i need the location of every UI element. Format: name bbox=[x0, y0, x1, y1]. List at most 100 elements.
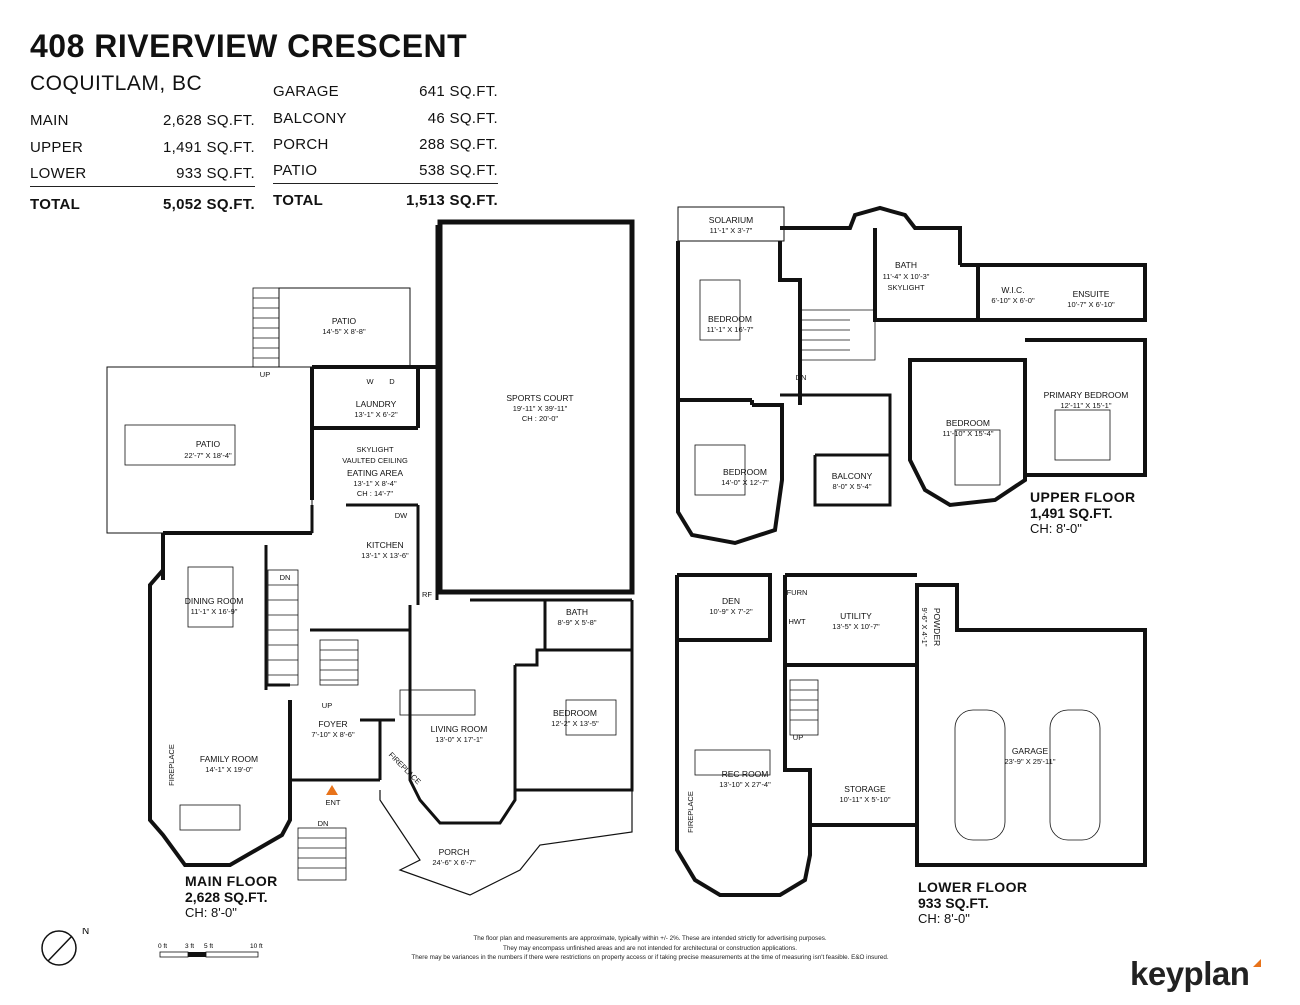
lower-floor-label: LOWER FLOOR 933 SQ.FT. CH: 8'-0" bbox=[918, 879, 1027, 927]
room-name: KITCHEN bbox=[366, 540, 403, 550]
room-name: GARAGE bbox=[1012, 746, 1049, 756]
entry-marker-icon bbox=[326, 785, 338, 795]
porch-outline bbox=[379, 790, 633, 896]
foyer-stairs bbox=[319, 639, 359, 686]
room-dim: 14'-1" X 19'-0" bbox=[205, 765, 253, 774]
room-dim: 11'-1" X 16'-7" bbox=[707, 325, 754, 334]
kitchen-walls bbox=[310, 503, 420, 605]
room-name: PATIO bbox=[332, 316, 357, 326]
room-dim: 10'-11" X 5'-10" bbox=[840, 795, 891, 804]
floor-name: MAIN FLOOR bbox=[185, 873, 278, 889]
room-name: FOYER bbox=[318, 719, 347, 729]
room-dim: 11'-1" X 16'-9" bbox=[191, 607, 238, 616]
area-value: 933 SQ.FT. bbox=[176, 165, 255, 182]
area-label: BALCONY bbox=[273, 110, 347, 127]
room-dim: 12'-2" X 13'-5" bbox=[551, 719, 599, 728]
room-name: BEDROOM bbox=[708, 314, 752, 324]
fireplace-tag: FIREPLACE bbox=[686, 791, 695, 833]
room-dim: 6'-10" X 6'-0" bbox=[991, 296, 1035, 305]
down-tag: DN bbox=[318, 819, 329, 828]
scale-label: 5 ft bbox=[204, 943, 213, 950]
main-floor-label: MAIN FLOOR 2,628 SQ.FT. CH: 8'-0" bbox=[185, 873, 278, 921]
bed-icon bbox=[699, 279, 741, 341]
family-dining-outer-wall bbox=[148, 531, 312, 867]
sofa-icon bbox=[694, 749, 771, 776]
solarium-outline bbox=[677, 206, 785, 242]
upper-floor-label: UPPER FLOOR 1,491 SQ.FT. CH: 8'-0" bbox=[1030, 489, 1136, 537]
room-dim: 10'-9" X 7'-2" bbox=[709, 607, 753, 616]
floor-area: 2,628 SQ.FT. bbox=[185, 889, 268, 905]
room-dim: 11'-4" X 10'-3" bbox=[883, 272, 930, 281]
room-dim: 11'-10" X 15'-4" bbox=[943, 429, 994, 438]
room-name: EATING AREA bbox=[347, 468, 403, 478]
room-dim: 13'-10" X 27'-4" bbox=[719, 780, 771, 789]
car-left-icon bbox=[954, 709, 1006, 841]
room-name: W.I.C. bbox=[1001, 285, 1024, 295]
room-ceiling: CH : 14'-7" bbox=[357, 489, 394, 498]
area-label: GARAGE bbox=[273, 83, 339, 100]
area-value: 46 SQ.FT. bbox=[427, 110, 498, 127]
room-note: SKYLIGHT bbox=[356, 445, 394, 454]
room-ceiling: CH : 20'-0" bbox=[522, 414, 559, 423]
area-value: 538 SQ.FT. bbox=[419, 162, 498, 179]
area-value: 641 SQ.FT. bbox=[419, 83, 498, 100]
area-row-porch: PORCH 288 SQ.FT. bbox=[273, 136, 498, 153]
room-note: VAULTED CEILING bbox=[342, 456, 408, 465]
floor-name: UPPER FLOOR bbox=[1030, 489, 1136, 505]
room-note: SKYLIGHT bbox=[887, 283, 925, 292]
room-dim: 22'-7" X 18'-4" bbox=[184, 451, 232, 460]
keyplan-logo: keyplan bbox=[1130, 955, 1250, 992]
room-dim: 9'-6" X 4'-1" bbox=[920, 607, 929, 646]
dishwasher-tag: DW bbox=[395, 511, 408, 520]
upper-stairs bbox=[800, 319, 850, 351]
lower-stairs bbox=[789, 679, 819, 736]
area-row-garage: GARAGE 641 SQ.FT. bbox=[273, 83, 498, 100]
disclaimer-line: They may encompass unfinished areas and … bbox=[502, 944, 798, 952]
room-dim: 11'-1" X 3'-7" bbox=[710, 226, 753, 235]
furnace-tag: FURN bbox=[787, 588, 808, 597]
area-row-lower: LOWER 933 SQ.FT. bbox=[30, 165, 255, 182]
room-name: DEN bbox=[722, 596, 740, 606]
room-dim: 13'-1" X 13'-6" bbox=[361, 551, 409, 560]
area-row-total: TOTAL 5,052 SQ.FT. bbox=[30, 196, 255, 213]
floor-area: 933 SQ.FT. bbox=[918, 895, 989, 911]
down-tag: DN bbox=[280, 573, 291, 582]
total-value: 1,513 SQ.FT. bbox=[406, 192, 498, 209]
room-dim: 13'-1" X 8'-4" bbox=[353, 479, 397, 488]
room-name: PORCH bbox=[439, 847, 470, 857]
bed-icon bbox=[954, 429, 1001, 486]
main-stairs bbox=[267, 569, 299, 686]
laundry-walls bbox=[310, 365, 437, 500]
floor-ceiling: CH: 8'-0" bbox=[1030, 521, 1082, 536]
room-labels: PATIO 14'-5" X 8'-8" PATIO 22'-7" X 18'-… bbox=[167, 215, 1128, 867]
down-tag: DN bbox=[796, 373, 807, 382]
hot-water-tank-tag: HWT bbox=[788, 617, 805, 626]
entry-tag: ENT bbox=[326, 798, 341, 807]
fireplace-tag: FIREPLACE bbox=[167, 744, 176, 786]
area-value: 2,628 SQ.FT. bbox=[163, 112, 255, 129]
car-right-icon bbox=[1049, 709, 1101, 841]
property-city: COQUITLAM, BC bbox=[30, 72, 203, 95]
living-bedroom-walls bbox=[408, 598, 634, 825]
total-value: 5,052 SQ.FT. bbox=[163, 196, 255, 213]
primary-bedroom-walls bbox=[1025, 338, 1147, 477]
area-label: PATIO bbox=[273, 162, 318, 179]
area-row-total: TOTAL 1,513 SQ.FT. bbox=[273, 192, 498, 209]
room-dim: 19'-11" X 39'-11" bbox=[513, 404, 568, 413]
area-label: UPPER bbox=[30, 139, 84, 156]
room-name: SOLARIUM bbox=[709, 215, 753, 225]
scale-label: 3 ft bbox=[185, 943, 194, 950]
up-tag: UP bbox=[322, 701, 332, 710]
room-dim: 8'-0" X 5'-4" bbox=[832, 482, 871, 491]
room-dim: 24'-6" X 6'-7" bbox=[432, 858, 476, 867]
room-name: STORAGE bbox=[844, 784, 886, 794]
area-label: LOWER bbox=[30, 165, 87, 182]
area-row-main: MAIN 2,628 SQ.FT. bbox=[30, 112, 255, 129]
property-address: 408 RIVERVIEW CRESCENT bbox=[30, 28, 468, 64]
north-compass-icon: N bbox=[38, 926, 98, 983]
washer-tag: W bbox=[366, 377, 374, 386]
room-dim: 14'-5" X 8'-8" bbox=[322, 327, 366, 336]
room-name: BEDROOM bbox=[723, 467, 767, 477]
balcony-walls bbox=[780, 393, 892, 507]
